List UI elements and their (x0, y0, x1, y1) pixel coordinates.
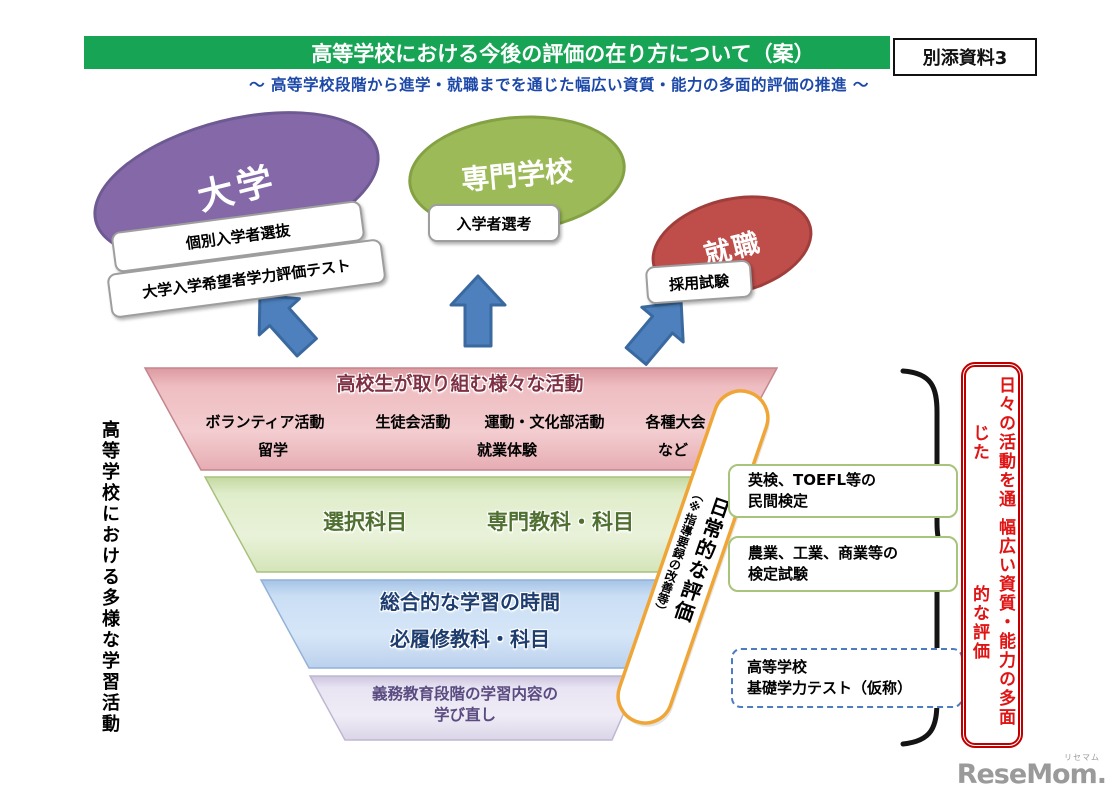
basic-aptitude-test-box: 高等学校 基礎学力テスト（仮称） (731, 648, 963, 708)
compulsory-subjects: 必履修教科・科目 (390, 627, 550, 651)
activity-sports-culture: 運動・文化部活動 (484, 413, 605, 431)
relearning-line1: 義務教育段階の学習内容の (371, 685, 558, 703)
basic-aptitude-test-line1: 高等学校 (747, 658, 808, 676)
entrant-screening-box: 入学者選考 (428, 204, 560, 242)
recruitment-exam-box: 採用試験 (644, 259, 754, 305)
title-bar: 高等学校における今後の評価の在り方について（案） (84, 36, 890, 69)
vocational-certification-box: 農業、工業、商業等の 検定試験 (728, 536, 958, 592)
multifaceted-evaluation-line2: 幅広い資質・能力の多面的な評価 (969, 518, 1015, 727)
activity-competitions: 各種大会 (645, 413, 706, 431)
left-axis-label: 高等学校における多様な学習活動 (99, 420, 120, 735)
specialized-subjects: 専門教科・科目 (487, 510, 634, 534)
vocational-school-label: 専門学校 (459, 154, 575, 197)
activity-volunteer: ボランティア活動 (205, 413, 325, 431)
private-certification-line2: 民間検定 (748, 492, 809, 510)
integrated-study-time: 総合的な学習の時間 (380, 590, 560, 614)
activity-etc: など (657, 441, 688, 459)
resemom-logo: リセマム ReseMom. (956, 752, 1107, 790)
activity-study-abroad: 留学 (257, 441, 288, 459)
private-certification-line1: 英検、TOEFL等の (748, 471, 877, 489)
resemom-logo-ruby: リセマム (1064, 753, 1100, 762)
resemom-logo-text: ReseMom. (956, 759, 1107, 790)
basic-aptitude-test-line2: 基礎学力テスト（仮称） (747, 679, 913, 697)
elective-subjects: 選択科目 (323, 510, 407, 534)
multifaceted-evaluation-panel: 日々の活動を通じた 幅広い資質・能力の多面的な評価 (961, 362, 1023, 748)
vocational-certification-line1: 農業、工業、商業等の (748, 544, 899, 562)
relearning-line2: 学び直し (433, 706, 496, 724)
page-title: 高等学校における今後の評価の在り方について（案） (311, 41, 815, 66)
multifaceted-evaluation-line1: 日々の活動を通じた (969, 376, 1015, 509)
attachment-badge: 別添資料3 (893, 38, 1037, 76)
layer1-title: 高校生が取り組む様々な活動 (336, 373, 584, 395)
vocational-certification-line2: 検定試験 (748, 565, 809, 583)
activity-work-experience: 就業体験 (476, 441, 537, 459)
subtitle: ～ 高等学校段階から進学・就職までを通じた幅広い資質・能力の多面的評価の推進 ～ (249, 76, 869, 94)
private-certification-box: 英検、TOEFL等の 民間検定 (728, 464, 958, 518)
university-label: 大学 (193, 159, 282, 219)
activity-student-council: 生徒会活動 (375, 413, 451, 431)
